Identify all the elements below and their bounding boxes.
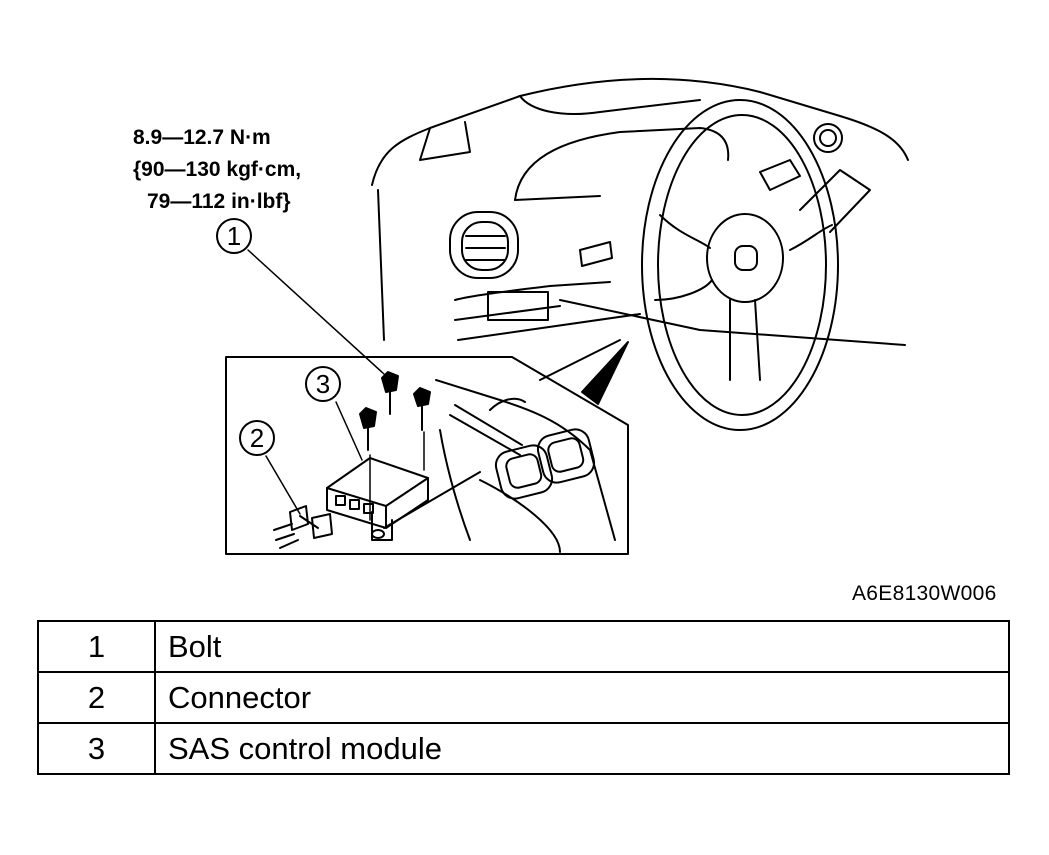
air-vent [449,211,519,279]
torque-spec-line3: 79—112 in·lbf} [147,190,291,213]
leader-1 [247,249,385,375]
steering-wheel [641,99,871,431]
callout-2-circle [239,420,275,456]
leader-2 [265,455,301,515]
table-row: 2 Connector [37,671,1010,724]
inset-frame [225,356,629,555]
bolts [359,371,431,521]
parts-legend-table: 1 Bolt 2 Connector 3 SAS control module [37,620,1010,775]
callout-1-number: 1 [227,221,241,251]
dashboard-outline [371,77,909,381]
callout-3-number: 3 [316,369,330,399]
legend-label: Connector [154,671,1010,724]
switch-panel [487,291,549,321]
callout-3-circle [305,366,341,402]
legend-number: 3 [37,722,156,775]
legend-label: Bolt [154,620,1010,673]
inset-pointer [581,341,629,405]
leader-3 [335,401,363,461]
legend-label: SAS control module [154,722,1010,775]
torque-spec-line2: {90—130 kgf·cm, [133,158,301,181]
callout-2-number: 2 [250,423,264,453]
table-row: 1 Bolt [37,620,1010,673]
torque-spec-line1: 8.9—12.7 N·m [133,126,271,149]
table-row: 3 SAS control module [37,722,1010,775]
figure-code: A6E8130W006 [852,582,997,605]
dashboard-illustration: 1 3 2 8.9—12.7 N·m {90—130 kgf·cm, 79—11… [133,77,909,555]
legend-number: 2 [37,671,156,724]
callout-1-circle [216,218,252,254]
connector [273,505,333,549]
legend-number: 1 [37,620,156,673]
floor-tunnel [435,379,616,553]
